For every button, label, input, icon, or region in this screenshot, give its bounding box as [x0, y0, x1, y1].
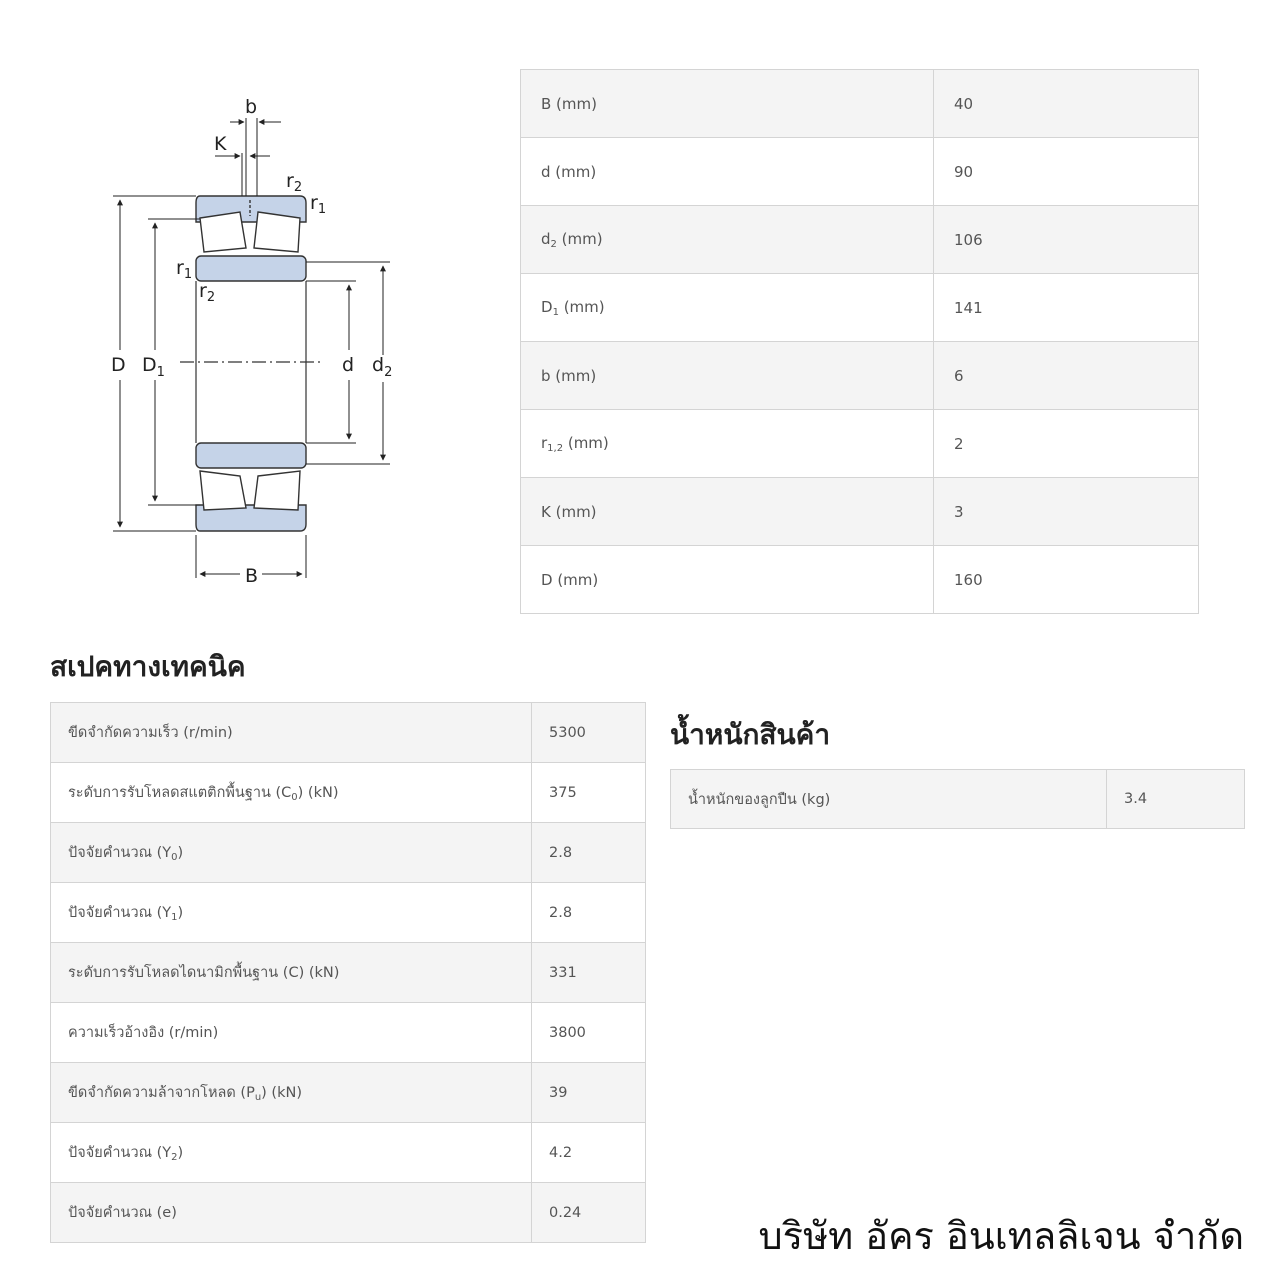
spec-label: ขีดจำกัดความล้าจากโหลด (Pu) (kN) [50, 1062, 532, 1123]
table-row: d2 (mm) 106 [520, 205, 1199, 274]
label-r2-left: r2 [199, 280, 215, 305]
table-row: ความเร็วอ้างอิง (r/min) 3800 [50, 1002, 646, 1063]
label-r1-top: r1 [310, 192, 326, 217]
dim-value: 141 [933, 273, 1199, 342]
spec-value: 375 [531, 762, 646, 823]
spec-title: สเปคทางเทคนิค [50, 650, 246, 683]
dimension-lines [113, 118, 390, 578]
spec-value: 0.24 [531, 1182, 646, 1243]
table-row: ปัจจัยคำนวณ (Y0) 2.8 [50, 822, 646, 883]
dimensions-table: B (mm) 40 d (mm) 90 d2 (mm) 106 D1 (mm) … [520, 69, 1199, 614]
label-r1-left: r1 [176, 257, 192, 282]
label-d2: d2 [372, 354, 392, 380]
table-row: ระดับการรับโหลดไดนามิกพื้นฐาน (C) (kN) 3… [50, 942, 646, 1003]
dim-label: b (mm) [520, 341, 934, 410]
bearing-bottom-section [195, 442, 307, 532]
dim-value: 106 [933, 205, 1199, 274]
spec-table: ขีดจำกัดความเร็ว (r/min) 5300 ระดับการรั… [50, 702, 646, 1243]
spec-value: 39 [531, 1062, 646, 1123]
bearing-diagram: b K r2 r1 r1 r2 D D1 d d2 B [111, 96, 392, 587]
label-B: B [245, 565, 258, 587]
spec-value: 5300 [531, 702, 646, 763]
dim-label: d2 (mm) [520, 205, 934, 274]
weight-label: น้ำหนักของลูกปืน (kg) [670, 769, 1107, 829]
dim-value: 40 [933, 69, 1199, 138]
table-row: r1,2 (mm) 2 [520, 409, 1199, 478]
spec-value: 2.8 [531, 882, 646, 943]
table-row: K (mm) 3 [520, 477, 1199, 546]
dim-label: D (mm) [520, 545, 934, 614]
label-K: K [214, 133, 227, 155]
dim-value: 90 [933, 137, 1199, 206]
dim-value: 2 [933, 409, 1199, 478]
label-b: b [245, 96, 257, 118]
table-row: ปัจจัยคำนวณ (Y2) 4.2 [50, 1122, 646, 1183]
label-r2-top: r2 [286, 170, 302, 195]
spec-label: ขีดจำกัดความเร็ว (r/min) [50, 702, 532, 763]
spec-label: ปัจจัยคำนวณ (e) [50, 1182, 532, 1243]
table-row: D1 (mm) 141 [520, 273, 1199, 342]
spec-value: 4.2 [531, 1122, 646, 1183]
dim-label: B (mm) [520, 69, 934, 138]
dim-label: r1,2 (mm) [520, 409, 934, 478]
bearing-top-section [195, 195, 307, 282]
dim-label: d (mm) [520, 137, 934, 206]
dim-label: D1 (mm) [520, 273, 934, 342]
table-row: ระดับการรับโหลดสแตติกพื้นฐาน (C0) (kN) 3… [50, 762, 646, 823]
bearing-outline [180, 281, 320, 443]
dim-value: 6 [933, 341, 1199, 410]
weight-value: 3.4 [1106, 769, 1245, 829]
spec-label: ปัจจัยคำนวณ (Y0) [50, 822, 532, 883]
spec-label: ปัจจัยคำนวณ (Y1) [50, 882, 532, 943]
dim-value: 3 [933, 477, 1199, 546]
dim-value: 160 [933, 545, 1199, 614]
spec-label: ระดับการรับโหลดไดนามิกพื้นฐาน (C) (kN) [50, 942, 532, 1003]
company-name: บริษัท อัคร อินเทลลิเจน จำกัด [758, 1214, 1244, 1258]
table-row: ขีดจำกัดความล้าจากโหลด (Pu) (kN) 39 [50, 1062, 646, 1123]
table-row: ปัจจัยคำนวณ (Y1) 2.8 [50, 882, 646, 943]
weight-title: น้ำหนักสินค้า [670, 718, 831, 751]
label-D1: D1 [142, 354, 165, 380]
label-D: D [111, 354, 126, 376]
weight-table: น้ำหนักของลูกปืน (kg) 3.4 [670, 769, 1245, 829]
dim-label: K (mm) [520, 477, 934, 546]
table-row: d (mm) 90 [520, 137, 1199, 206]
table-row: ปัจจัยคำนวณ (e) 0.24 [50, 1182, 646, 1243]
table-row: b (mm) 6 [520, 341, 1199, 410]
table-row: ขีดจำกัดความเร็ว (r/min) 5300 [50, 702, 646, 763]
table-row: D (mm) 160 [520, 545, 1199, 614]
spec-value: 2.8 [531, 822, 646, 883]
spec-value: 3800 [531, 1002, 646, 1063]
table-row: น้ำหนักของลูกปืน (kg) 3.4 [670, 769, 1245, 829]
label-d: d [342, 354, 354, 376]
spec-value: 331 [531, 942, 646, 1003]
spec-label: ระดับการรับโหลดสแตติกพื้นฐาน (C0) (kN) [50, 762, 532, 823]
spec-label: ความเร็วอ้างอิง (r/min) [50, 1002, 532, 1063]
table-row: B (mm) 40 [520, 69, 1199, 138]
spec-label: ปัจจัยคำนวณ (Y2) [50, 1122, 532, 1183]
